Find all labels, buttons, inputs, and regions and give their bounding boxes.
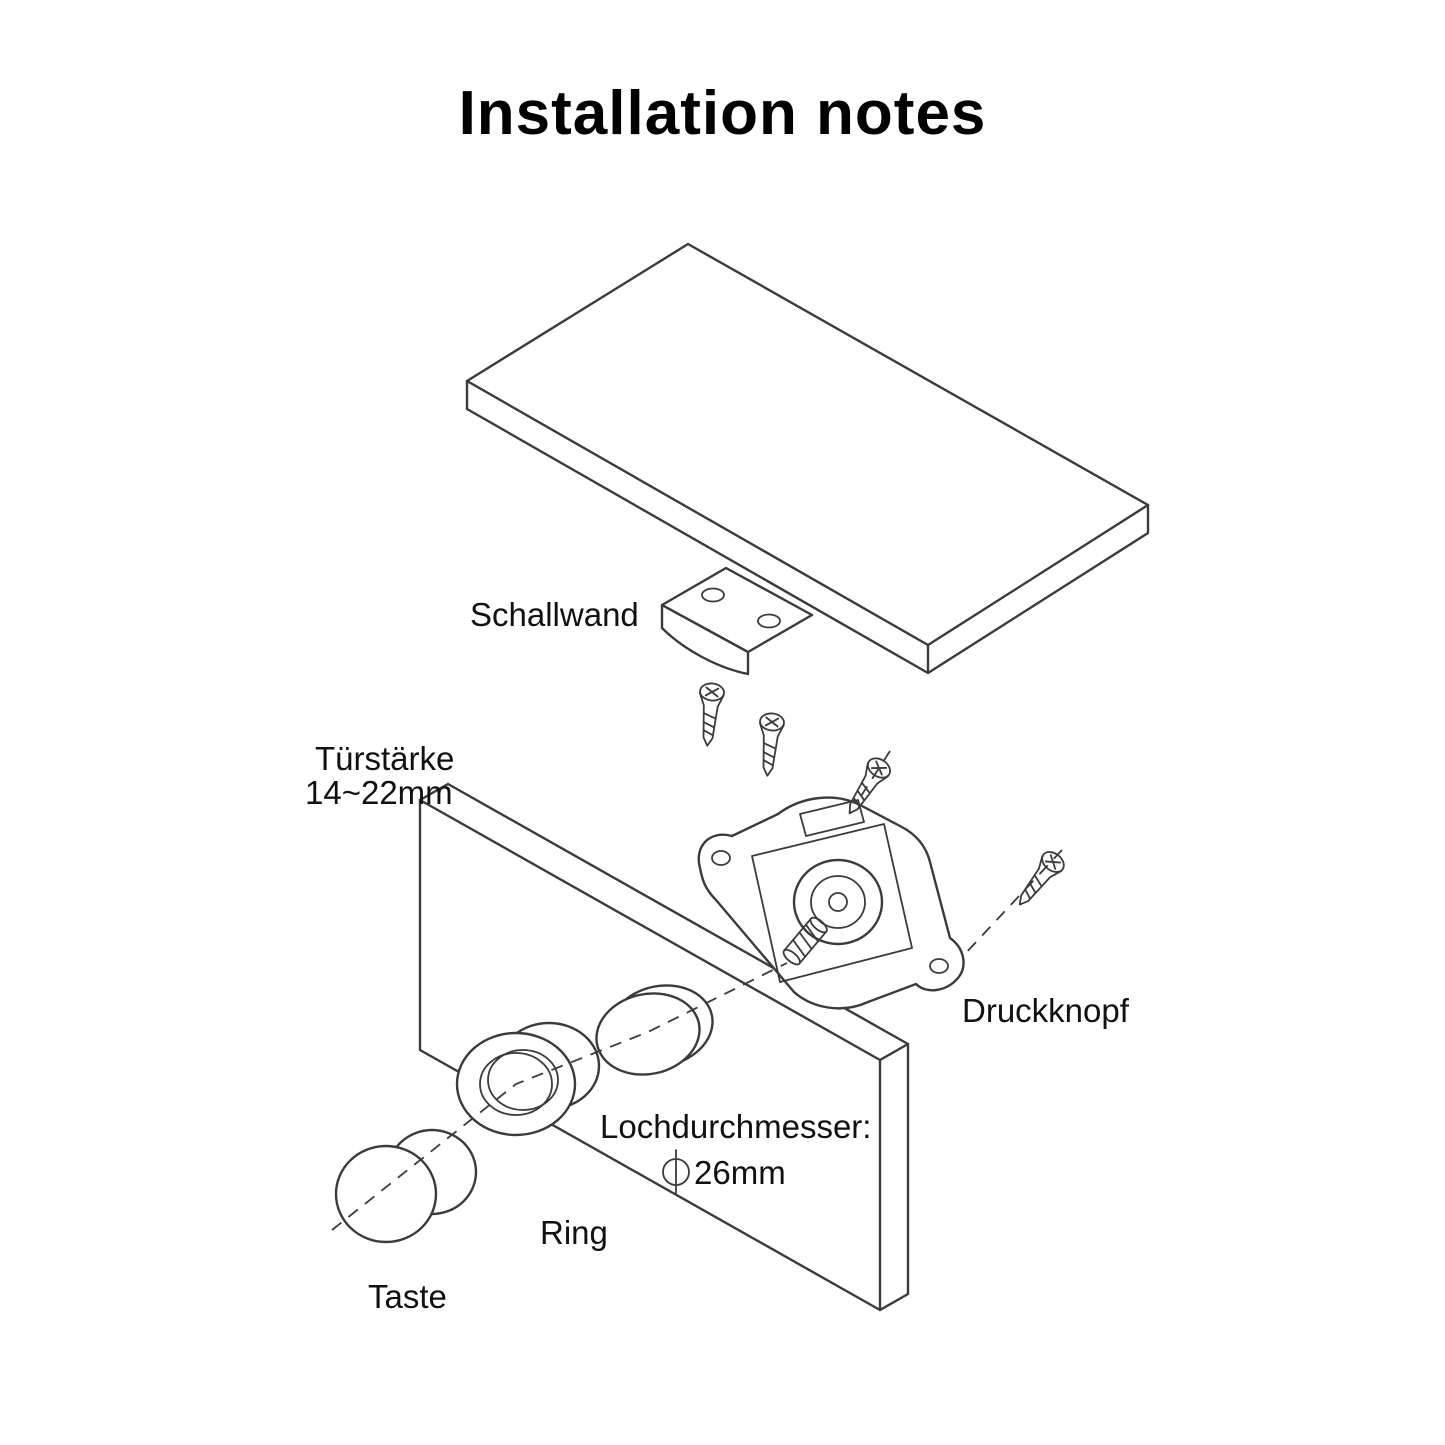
lock-latch-slot bbox=[800, 800, 864, 836]
label-taste: Taste bbox=[368, 1278, 447, 1315]
board-top-face bbox=[467, 244, 1148, 645]
bracket-screw-hole bbox=[702, 589, 724, 602]
label-lochdurchmesser: Lochdurchmesser: bbox=[600, 1108, 871, 1145]
screw-axis-dashline bbox=[950, 850, 1062, 970]
lock-rotor-inner bbox=[811, 876, 865, 928]
door-panel bbox=[420, 784, 908, 1310]
screw-icon bbox=[694, 681, 726, 748]
label-tuerstaerke-line1: Türstärke bbox=[315, 740, 454, 777]
bracket-flange bbox=[662, 605, 748, 674]
label-druckknopf: Druckknopf bbox=[962, 992, 1130, 1029]
ring-inner-hole bbox=[480, 1053, 552, 1115]
bracket-screw-hole bbox=[758, 615, 780, 628]
label-schallwand: Schallwand bbox=[470, 596, 639, 633]
board-side-faces bbox=[467, 381, 1148, 673]
label-hole-diameter: 26mm bbox=[694, 1154, 786, 1191]
ring-part bbox=[457, 1023, 599, 1135]
bracket-top-face bbox=[662, 568, 812, 652]
lock-ear-hole bbox=[712, 851, 730, 865]
taste-button bbox=[336, 1130, 476, 1242]
cabinet-board bbox=[467, 244, 1148, 673]
screw-icon bbox=[1009, 847, 1069, 913]
lock-rotor-center bbox=[829, 893, 847, 911]
screw-icon bbox=[754, 711, 786, 778]
panel-hole-front bbox=[589, 984, 707, 1084]
push-lock bbox=[699, 798, 964, 1009]
centerline-dashline bbox=[332, 963, 787, 1230]
lock-shaft bbox=[781, 915, 829, 967]
label-tuerstaerke-line2: 14~22mm bbox=[305, 774, 453, 811]
lock-rotor-outer bbox=[794, 860, 882, 944]
schallwand-bracket bbox=[662, 568, 812, 674]
ring-inner-hole bbox=[488, 1050, 558, 1110]
lock-ear-hole bbox=[930, 959, 948, 973]
button-front-disk bbox=[336, 1146, 436, 1242]
diameter-symbol-icon bbox=[663, 1150, 689, 1194]
panel-right-edge bbox=[880, 1044, 908, 1310]
page-title: Installation notes bbox=[458, 79, 987, 148]
panel-top-edge bbox=[420, 784, 908, 1060]
lock-housing bbox=[699, 798, 964, 1009]
lock-back-plate bbox=[752, 824, 912, 982]
label-ring: Ring bbox=[540, 1214, 608, 1251]
